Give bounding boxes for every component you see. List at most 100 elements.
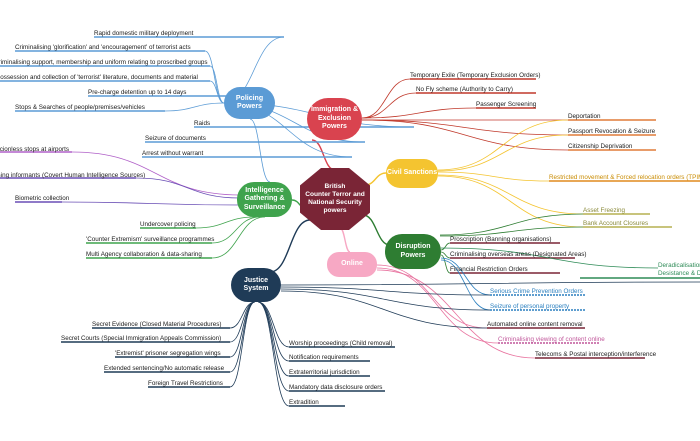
leaf-proscribed-support[interactable]: Criminalising support, membership and un… xyxy=(0,59,208,66)
connector xyxy=(440,242,451,251)
leaf-no-fly[interactable]: No Fly scheme (Authority to Carry) xyxy=(416,86,513,93)
hub-label: Civil Sanctions xyxy=(386,169,438,177)
connector xyxy=(195,216,256,229)
leaf-segregation-wings[interactable]: 'Extremist' prisoner segregation wings xyxy=(115,350,221,357)
leaf-notification-requirements[interactable]: Notification requirements xyxy=(289,354,359,361)
connector xyxy=(362,214,391,246)
hub-intelligence-surveillance[interactable]: Intelligence Gathering & Surveillance xyxy=(237,182,292,217)
connector xyxy=(440,254,451,274)
hub-online[interactable]: Online xyxy=(327,252,377,277)
connector xyxy=(440,247,659,269)
connector xyxy=(437,171,550,182)
connector xyxy=(249,118,271,183)
hub-label: Justice System xyxy=(243,276,269,293)
leaf-bank-closures[interactable]: Bank Account Closures xyxy=(583,220,649,227)
leaf-secret-evidence[interactable]: Secret Evidence (Closed Material Procedu… xyxy=(92,321,222,328)
leaf-airport-stops[interactable]: Suspicionless stops at airports xyxy=(0,146,70,153)
connector xyxy=(361,119,569,136)
connector xyxy=(211,216,266,259)
hub-policing-powers[interactable]: Policing Powers xyxy=(224,87,275,119)
leaf-multi-agency[interactable]: Multi Agency collaboration & data-sharin… xyxy=(86,251,202,258)
connector xyxy=(257,301,290,407)
connector xyxy=(361,107,477,119)
leaf-financial-restriction[interactable]: Financial Restriction Orders xyxy=(450,266,528,273)
leaf-arrest-warrant[interactable]: Arrest without warrant xyxy=(142,150,204,157)
connector xyxy=(257,301,290,377)
connector xyxy=(257,301,290,392)
leaf-temporary-exile[interactable]: Temporary Exile (Temporary Exclusion Ord… xyxy=(410,72,541,79)
central-topic[interactable]: British Counter Terror and National Secu… xyxy=(300,168,370,230)
connector xyxy=(361,119,569,151)
leaf-stops-searches[interactable]: Stops & Searches of people/premises/vehi… xyxy=(15,104,145,111)
connector xyxy=(339,227,351,253)
connector xyxy=(229,301,256,373)
connector xyxy=(439,226,584,237)
leaf-seizure-property[interactable]: Seizure of personal property xyxy=(490,303,570,310)
connector xyxy=(376,269,536,359)
leaf-foreign-travel[interactable]: Foreign Travel Restrictions xyxy=(148,380,223,387)
connector xyxy=(209,65,225,104)
leaf-designated-areas[interactable]: Criminalising overseas areas (Designated… xyxy=(450,251,587,258)
connector xyxy=(229,301,256,388)
hub-label: Policing Powers xyxy=(235,94,264,111)
leaf-counter-extremism[interactable]: 'Counter Extremism' surveillance program… xyxy=(86,236,215,243)
connector xyxy=(209,80,225,104)
connector xyxy=(437,134,569,172)
leaf-pre-charge-detention[interactable]: Pre-charge detention up to 14 days xyxy=(88,89,187,96)
hub-label: Intelligence Gathering & Surveillance xyxy=(243,186,286,211)
leaf-deradicalisation[interactable]: Deradicalisation xyxy=(658,262,700,269)
connector xyxy=(269,219,311,273)
leaf-asset-freezing[interactable]: Asset Freezing xyxy=(583,207,625,214)
connector xyxy=(361,78,411,119)
leaf-data-disclosure[interactable]: Mandatory data disclosure orders xyxy=(289,384,383,391)
hub-label: Immigration & Exclusion Powers xyxy=(310,106,359,131)
hub-civil-sanctions[interactable]: Civil Sanctions xyxy=(386,159,438,188)
connector xyxy=(439,213,584,236)
connector xyxy=(440,259,491,311)
connector xyxy=(280,286,491,296)
connector xyxy=(440,257,491,296)
connector xyxy=(364,172,387,186)
connector xyxy=(361,92,417,119)
connector xyxy=(61,201,241,206)
hub-immigration-exclusion[interactable]: Immigration & Exclusion Powers xyxy=(307,98,362,140)
leaf-undercover[interactable]: Undercover policing xyxy=(140,221,196,228)
leaf-telecoms-interception[interactable]: Telecoms & Postal interception/interfere… xyxy=(535,351,657,358)
hub-label: Disruption Powers xyxy=(395,243,431,259)
hub-label: Online xyxy=(341,260,363,268)
leaf-biometric[interactable]: Biometric collection xyxy=(15,195,70,202)
leaf-passenger-screening[interactable]: Passenger Screening xyxy=(476,101,537,108)
leaf-possession-literature[interactable]: Possession and collection of 'terrorist'… xyxy=(0,74,198,81)
leaf-proscription[interactable]: Proscription (Banning organisations) xyxy=(450,236,552,243)
leaf-extradition[interactable]: Extradition xyxy=(289,399,319,406)
connector xyxy=(280,281,700,286)
leaf-extraterritorial[interactable]: Extraterritorial jurisdiction xyxy=(289,369,360,376)
leaf-worship-proceedings[interactable]: Worship proceedings (Child removal) xyxy=(289,340,393,347)
leaf-viewing-content[interactable]: Criminalising viewing of content online xyxy=(498,336,605,343)
leaf-raids[interactable]: Raids xyxy=(194,120,211,127)
connector xyxy=(440,251,451,259)
leaf-rapid-deployment[interactable]: Rapid domestic military deployment xyxy=(94,30,194,37)
leaf-informants[interactable]: Using informants (Covert Human Intellige… xyxy=(0,172,146,179)
leaf-seizure-documents[interactable]: Seizure of documents xyxy=(145,135,206,142)
connector xyxy=(376,267,499,344)
leaf-passport-revocation[interactable]: Passport Revocation & Seizure xyxy=(568,128,656,135)
leaf-tpims[interactable]: Restricted movement & Forced relocation … xyxy=(549,174,700,181)
connector xyxy=(376,264,488,329)
leaf-deportation[interactable]: Deportation xyxy=(568,113,601,120)
connector xyxy=(437,174,584,215)
leaf-secret-courts[interactable]: Secret Courts (Special Immigration Appea… xyxy=(61,335,222,342)
connector xyxy=(280,290,488,329)
leaf-citizenship-deprivation[interactable]: Citizenship Deprivation xyxy=(568,143,633,150)
connector xyxy=(211,216,261,244)
hub-disruption-powers[interactable]: Disruption Powers xyxy=(385,234,441,269)
leaf-glorification[interactable]: Criminalising 'glorification' and 'encou… xyxy=(15,44,191,51)
leaf-automated-removal[interactable]: Automated online content removal xyxy=(487,321,583,328)
connector xyxy=(437,175,584,228)
leaf-scpo[interactable]: Serious Crime Prevention Orders xyxy=(490,288,583,295)
leaf-extended-sentencing[interactable]: Extended sentencing/No automatic release xyxy=(104,365,225,372)
leaf-desistance[interactable]: Desistance & Disengagement xyxy=(658,270,700,277)
hub-justice-system[interactable]: Justice System xyxy=(231,268,281,302)
